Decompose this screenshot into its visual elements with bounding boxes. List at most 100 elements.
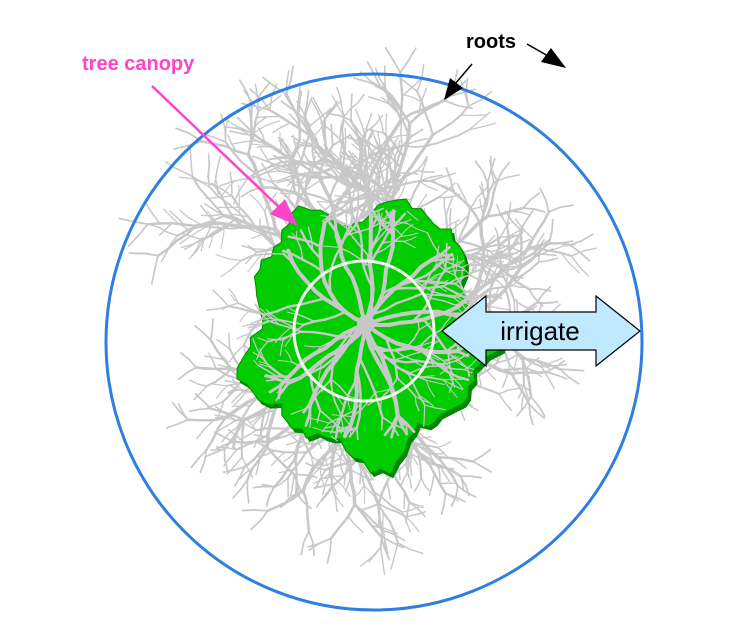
root-segment	[372, 520, 385, 532]
root-segment	[368, 554, 376, 563]
root-segment	[400, 462, 407, 470]
root-segment	[469, 295, 481, 307]
root-segment	[380, 416, 384, 431]
root-segment	[429, 180, 443, 187]
root-segment	[332, 448, 340, 457]
root-segment	[457, 104, 474, 110]
root-segment	[233, 475, 242, 487]
root-segment	[359, 120, 366, 134]
root-segment	[263, 248, 269, 257]
root-segment	[415, 403, 420, 412]
root-segment	[485, 192, 490, 206]
root-segment	[256, 348, 263, 359]
root-segment	[537, 405, 546, 417]
root-segment	[263, 195, 271, 210]
root-segment	[386, 507, 399, 513]
root-segment	[288, 113, 297, 122]
root-segment	[230, 294, 235, 300]
root-segment	[260, 148, 270, 162]
root-segment	[296, 94, 300, 107]
root-segment	[423, 483, 430, 492]
root-segment	[403, 240, 411, 246]
root-segment	[212, 142, 227, 148]
root-segment	[376, 501, 381, 516]
root-segment	[350, 275, 359, 291]
root-segment	[525, 367, 535, 372]
root-segment	[241, 245, 251, 249]
root-segment	[173, 166, 185, 173]
root-segment	[531, 228, 540, 241]
root-segment	[388, 489, 392, 500]
root-segment	[329, 149, 336, 156]
root-segment	[208, 185, 220, 198]
root-segment	[496, 359, 508, 364]
root-segment	[417, 144, 428, 158]
root-segment	[351, 469, 363, 477]
root-segment	[536, 219, 546, 232]
root-segment	[415, 347, 428, 353]
root-segment	[408, 232, 419, 236]
root-segment	[395, 103, 405, 115]
root-segment	[360, 134, 371, 145]
root-segment	[417, 100, 422, 117]
root-segment	[378, 140, 382, 152]
root-segment	[163, 208, 172, 218]
root-segment	[445, 316, 452, 324]
root-segment	[485, 213, 501, 218]
root-segment	[287, 174, 300, 181]
root-segment	[412, 328, 420, 341]
root-segment	[470, 358, 478, 366]
root-segment	[223, 456, 232, 467]
root-segment	[204, 355, 216, 359]
root-segment	[484, 270, 488, 277]
root-segment	[443, 472, 451, 483]
root-segment	[428, 453, 434, 462]
root-segment	[289, 65, 294, 82]
root-segment	[548, 230, 553, 244]
root-segment	[451, 384, 463, 390]
root-segment	[409, 108, 424, 116]
root-segment	[338, 114, 352, 122]
root-segment	[275, 179, 289, 184]
root-segment	[507, 265, 516, 269]
root-segment	[321, 491, 330, 502]
root-segment	[529, 250, 541, 263]
root-segment	[428, 253, 443, 263]
root-segment	[379, 85, 391, 97]
root-segment	[407, 47, 417, 62]
root-segment	[302, 500, 312, 510]
root-segment	[270, 186, 285, 192]
root-segment	[348, 426, 358, 438]
root-segment	[519, 211, 530, 216]
root-segment	[171, 401, 181, 413]
root-segment	[409, 236, 417, 241]
root-segment	[277, 318, 292, 323]
root-segment	[426, 375, 435, 377]
root-segment	[533, 297, 544, 307]
root-segment	[247, 244, 254, 249]
root-segment	[478, 222, 484, 238]
root-segment	[426, 102, 440, 111]
root-segment	[469, 196, 479, 211]
root-segment	[200, 234, 213, 241]
root-segment	[228, 347, 237, 362]
root-segment	[266, 420, 273, 437]
root-segment	[299, 444, 304, 449]
root-segment	[347, 329, 359, 344]
root-segment	[220, 194, 228, 209]
root-segment	[277, 451, 286, 459]
root-segment	[231, 215, 245, 223]
root-segment	[334, 162, 348, 171]
root-segment	[381, 560, 386, 575]
root-segment	[242, 404, 251, 418]
root-segment	[388, 103, 400, 114]
root-segment	[318, 537, 332, 545]
root-segment	[553, 363, 568, 367]
root-segment	[308, 127, 318, 140]
root-segment	[330, 129, 341, 141]
root-segment	[243, 140, 258, 143]
root-segment	[420, 476, 425, 486]
root-segment	[346, 225, 357, 237]
root-segment	[210, 382, 220, 386]
root-segment	[559, 368, 573, 371]
